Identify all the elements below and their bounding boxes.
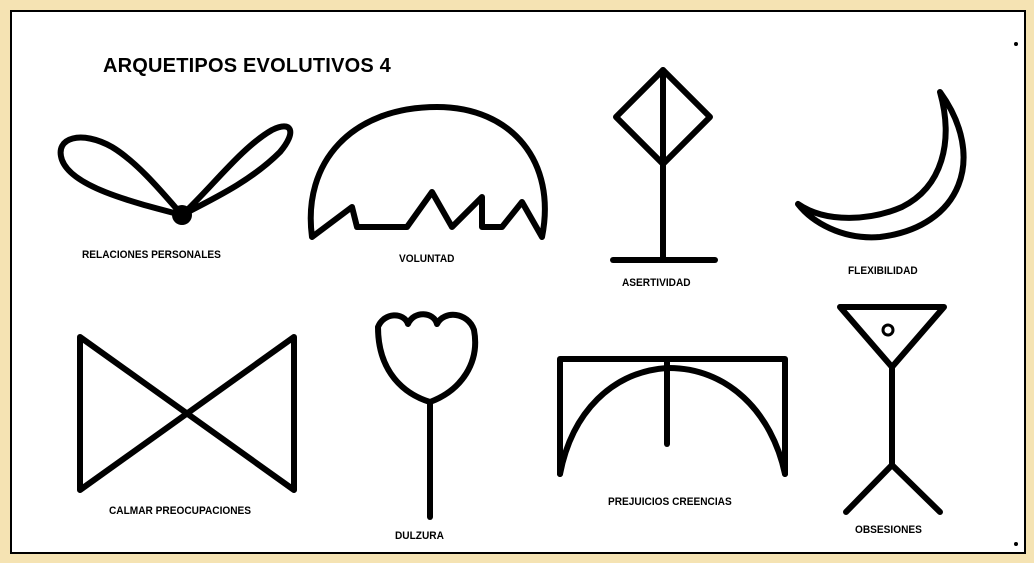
calmar-preocupaciones-symbol xyxy=(77,334,297,493)
label-relaciones-personales: RELACIONES PERSONALES xyxy=(82,249,221,261)
flexibilidad-symbol xyxy=(795,89,967,241)
voluntad-symbol xyxy=(307,104,548,240)
dulzura-symbol xyxy=(375,311,479,520)
label-voluntad: VOLUNTAD xyxy=(399,253,455,265)
label-calmar-preocupaciones: CALMAR PREOCUPACIONES xyxy=(109,505,252,517)
label-flexibilidad: FLEXIBILIDAD xyxy=(848,265,918,277)
corner-dot-bottom xyxy=(1014,542,1018,546)
symbols-canvas xyxy=(57,67,967,520)
relaciones-personales-symbol xyxy=(57,123,294,225)
prejuicios-creencias-symbol xyxy=(557,356,788,477)
corner-dot-top xyxy=(1014,42,1018,46)
label-obsesiones: OBSESIONES xyxy=(855,524,922,536)
label-asertividad: ASERTIVIDAD xyxy=(622,277,691,289)
asertividad-symbol xyxy=(610,67,718,263)
obsesiones-symbol xyxy=(837,304,947,515)
board-title: ARQUETIPOS EVOLUTIVOS 4 xyxy=(103,55,391,77)
label-prejuicios-creencias: PREJUICIOS CREENCIAS xyxy=(608,496,732,508)
label-dulzura: DULZURA xyxy=(395,530,444,542)
archetype-board: ARQUETIPOS EVOLUTIVOS 4 xyxy=(10,10,1026,554)
